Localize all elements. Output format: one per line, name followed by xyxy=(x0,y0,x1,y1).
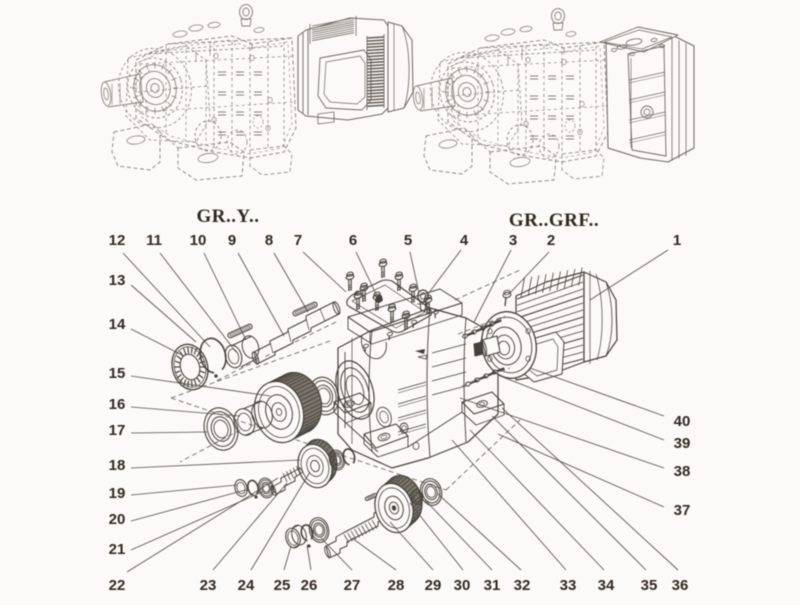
svg-text:30: 30 xyxy=(454,577,471,594)
svg-text:7: 7 xyxy=(294,232,302,249)
svg-text:14: 14 xyxy=(109,316,126,333)
svg-text:31: 31 xyxy=(484,577,501,594)
svg-text:2: 2 xyxy=(547,232,555,249)
svg-text:26: 26 xyxy=(301,577,318,594)
svg-text:28: 28 xyxy=(388,577,405,594)
svg-text:38: 38 xyxy=(674,463,691,480)
svg-text:27: 27 xyxy=(344,577,361,594)
svg-text:GR..GRF..: GR..GRF.. xyxy=(509,210,599,231)
svg-text:11: 11 xyxy=(146,232,162,249)
svg-text:34: 34 xyxy=(598,577,615,594)
svg-text:GR..Y..: GR..Y.. xyxy=(197,206,260,227)
svg-text:17: 17 xyxy=(109,422,126,439)
svg-text:8: 8 xyxy=(265,232,273,249)
svg-text:29: 29 xyxy=(425,577,442,594)
svg-text:18: 18 xyxy=(109,457,126,474)
svg-text:37: 37 xyxy=(674,502,691,519)
svg-text:21: 21 xyxy=(109,541,126,558)
svg-text:4: 4 xyxy=(460,232,469,249)
svg-text:10: 10 xyxy=(190,232,207,249)
svg-text:19: 19 xyxy=(109,485,126,502)
svg-text:13: 13 xyxy=(109,272,126,289)
svg-text:33: 33 xyxy=(560,577,577,594)
svg-text:40: 40 xyxy=(674,413,691,430)
svg-text:24: 24 xyxy=(238,577,255,594)
svg-text:22: 22 xyxy=(109,577,126,594)
svg-text:3: 3 xyxy=(509,232,517,249)
svg-text:16: 16 xyxy=(109,396,126,413)
svg-text:6: 6 xyxy=(349,232,357,249)
svg-text:32: 32 xyxy=(514,577,531,594)
svg-text:1: 1 xyxy=(673,232,681,249)
svg-text:12: 12 xyxy=(109,232,126,249)
svg-text:25: 25 xyxy=(274,577,291,594)
svg-text:23: 23 xyxy=(200,577,217,594)
svg-text:20: 20 xyxy=(109,511,126,528)
svg-text:15: 15 xyxy=(109,365,126,382)
svg-text:9: 9 xyxy=(228,232,236,249)
svg-text:35: 35 xyxy=(641,577,658,594)
svg-text:36: 36 xyxy=(672,577,689,594)
svg-text:5: 5 xyxy=(404,232,412,249)
svg-text:39: 39 xyxy=(674,435,691,452)
